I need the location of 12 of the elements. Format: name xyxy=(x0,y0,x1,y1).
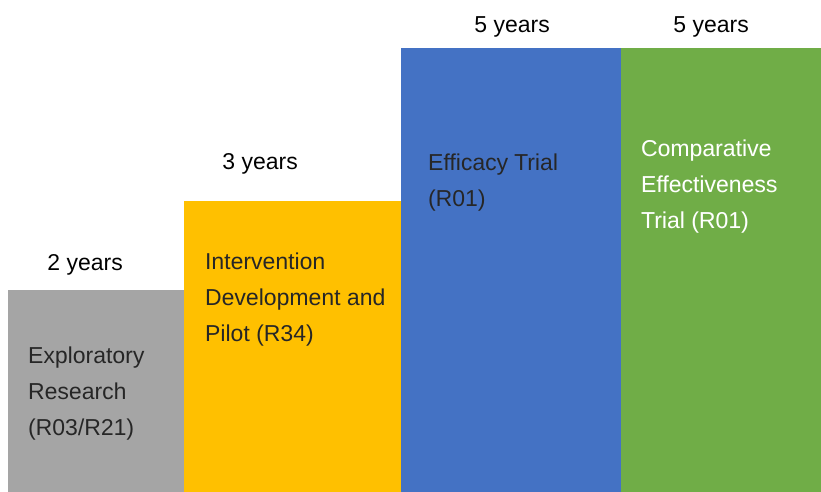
duration-label: 2 years xyxy=(47,248,123,277)
stage-label: Efficacy Trial (R01) xyxy=(428,148,559,213)
stage-bar xyxy=(184,201,401,492)
stage-label: Comparative Effectiveness Trial (R01) xyxy=(641,134,778,235)
stage-bar xyxy=(401,48,621,492)
stage-bar xyxy=(8,290,184,492)
stage-label: Intervention Development and Pilot (R34) xyxy=(205,247,386,348)
duration-label: 3 years xyxy=(222,147,298,176)
duration-label: 5 years xyxy=(474,10,550,39)
stage-bar xyxy=(621,48,821,492)
duration-label: 5 years xyxy=(673,10,749,39)
stage-label: Exploratory Research (R03/R21) xyxy=(28,341,146,442)
